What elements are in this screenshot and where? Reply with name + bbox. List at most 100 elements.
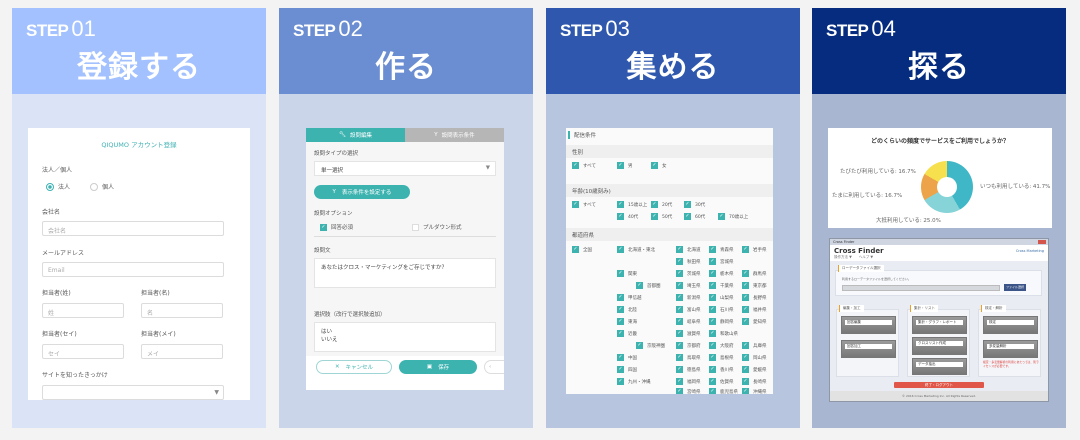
file-path-input[interactable] [842, 285, 1000, 291]
function-button[interactable]: 検定 [983, 316, 1038, 334]
dropdown-arrow-icon: ▼ [214, 389, 219, 396]
radio-corporate[interactable]: 法人 [46, 182, 70, 191]
last-kana-input[interactable]: セイ [42, 344, 124, 359]
pref-checkbox[interactable]: ✓秋田県 [676, 258, 701, 265]
tab-question-edit[interactable]: 🔧︎設問編集 [306, 128, 405, 142]
function-button[interactable]: 回答加工 [841, 340, 896, 358]
email-input[interactable]: Email [42, 262, 224, 277]
dropdown-checkbox[interactable]: プルダウン形式 [412, 223, 462, 231]
age-checkbox[interactable]: ✓50代 [651, 213, 672, 220]
region-checkbox[interactable]: ✓甲信越 [617, 294, 642, 301]
pref-checkbox[interactable]: ✓茨城県 [676, 270, 701, 277]
pref-checkbox[interactable]: ✓徳島県 [676, 366, 701, 373]
function-button[interactable]: データ抽出 [912, 358, 967, 375]
checkbox-label: 50代 [662, 214, 673, 220]
logout-button[interactable]: 終了・ログアウト [894, 382, 984, 388]
pref-checkbox[interactable]: ✓和歌山県 [709, 330, 738, 337]
pref-checkbox[interactable]: ✓新潟県 [676, 294, 701, 301]
type-select[interactable]: 単一選択▼ [314, 161, 496, 176]
pref-checkbox[interactable]: ✓青森県 [709, 246, 734, 253]
pref-checkbox[interactable]: ✓栃木県 [709, 270, 734, 277]
age-checkbox[interactable]: ✓60代 [684, 213, 705, 220]
pref-checkbox[interactable]: ✓富山県 [676, 306, 701, 313]
pref-checkbox[interactable]: ✓京都府 [676, 342, 701, 349]
save-button[interactable]: ▣保存 [399, 360, 477, 374]
pref-checkbox[interactable]: ✓長野県 [742, 294, 767, 301]
checkbox-label: 30代 [695, 202, 706, 208]
close-icon[interactable] [1038, 240, 1046, 244]
age-checkbox[interactable]: ✓20代 [651, 201, 672, 208]
pref-checkbox[interactable]: ✓鳥取県 [676, 354, 701, 361]
region-checkbox[interactable]: ✓関東 [617, 270, 637, 277]
checkbox-label: 兵庫県 [753, 343, 767, 349]
question-textarea[interactable]: あなたはクロス・マーケティングをご存じですか？ [314, 258, 496, 288]
pref-checkbox[interactable]: ✓宮城県 [709, 258, 734, 265]
pref-checkbox[interactable]: ✓大阪府 [709, 342, 734, 349]
pref-checkbox[interactable]: ✓愛媛県 [742, 366, 767, 373]
company-input[interactable]: 会社名 [42, 221, 224, 236]
gender-male-checkbox[interactable]: ✓男 [617, 162, 633, 169]
age-checkbox[interactable]: ✓70歳以上 [718, 213, 748, 220]
pref-checkbox[interactable]: ✓宮崎県 [676, 388, 701, 394]
prev-button[interactable]: ‹ [484, 360, 504, 374]
pref-checkbox[interactable]: ✓沖縄県 [742, 388, 767, 394]
last-name-input[interactable]: 姓 [42, 303, 124, 318]
pref-checkbox[interactable]: ✓群馬県 [742, 270, 767, 277]
region-checkbox[interactable]: ✓北海道・東北 [617, 246, 655, 253]
region-checkbox[interactable]: ✓四国 [617, 366, 637, 373]
pref-checkbox[interactable]: ✓埼玉県 [676, 282, 701, 289]
pref-checkbox[interactable]: ✓山梨県 [709, 294, 734, 301]
pref-checkbox[interactable]: ✓岡山県 [742, 354, 767, 361]
first-name-input[interactable]: 名 [141, 303, 223, 318]
pref-checkbox[interactable]: ✓鹿児島県 [709, 388, 738, 394]
pref-checkbox[interactable]: ✓福井県 [742, 306, 767, 313]
region-checkbox[interactable]: ✓九州・沖縄 [617, 378, 651, 385]
pref-all-checkbox[interactable]: ✓全国 [572, 246, 592, 253]
file-select-button[interactable]: ファイル選択 [1004, 284, 1026, 291]
check-icon: ✓ [709, 388, 716, 394]
source-select[interactable]: ▼ [42, 385, 224, 400]
age-checkbox[interactable]: ✓すべて [572, 201, 596, 208]
region-checkbox[interactable]: ✓中国 [617, 354, 637, 361]
pref-checkbox[interactable]: ✓佐賀県 [709, 378, 734, 385]
pref-checkbox[interactable]: ✓愛知県 [742, 318, 767, 325]
pref-checkbox[interactable]: ✓静岡県 [709, 318, 734, 325]
function-button[interactable]: 多変量解析 [983, 340, 1038, 358]
choices-textarea[interactable]: はい いいえ [314, 322, 496, 352]
region-checkbox[interactable]: ✓首都圏 [636, 282, 661, 289]
function-button[interactable]: 回答編集 [841, 316, 896, 334]
pref-checkbox[interactable]: ✓岩手県 [742, 246, 767, 253]
pref-checkbox[interactable]: ✓岐阜県 [676, 318, 701, 325]
age-checkbox[interactable]: ✓40代 [617, 213, 638, 220]
radio-individual[interactable]: 個人 [90, 182, 114, 191]
cancel-button[interactable]: ✕キャンセル [316, 360, 392, 374]
region-checkbox[interactable]: ✓東海 [617, 318, 637, 325]
region-checkbox[interactable]: ✓近畿 [617, 330, 637, 337]
pref-checkbox[interactable]: ✓千葉県 [709, 282, 734, 289]
pref-checkbox[interactable]: ✓島根県 [709, 354, 734, 361]
function-button[interactable]: 集計・グラフ・レポート [912, 316, 967, 334]
pref-checkbox[interactable]: ✓石川県 [709, 306, 734, 313]
pref-checkbox[interactable]: ✓東京都 [742, 282, 767, 289]
region-checkbox[interactable]: ✓京阪神圏 [636, 342, 665, 349]
pref-checkbox[interactable]: ✓滋賀県 [676, 330, 701, 337]
app-nav[interactable]: 操作方法 ▼ ヘルプ ▼ [834, 255, 874, 259]
check-icon: ✓ [676, 258, 683, 265]
pref-checkbox[interactable]: ✓福岡県 [676, 378, 701, 385]
pref-checkbox[interactable]: ✓北海道 [676, 246, 701, 253]
gender-female-checkbox[interactable]: ✓女 [651, 162, 667, 169]
age-checkbox[interactable]: ✓30代 [684, 201, 705, 208]
radio-label: 法人 [58, 184, 71, 191]
region-checkbox[interactable]: ✓北陸 [617, 306, 637, 313]
pref-checkbox[interactable]: ✓兵庫県 [742, 342, 767, 349]
function-button[interactable]: クロスリスト作成 [912, 337, 967, 355]
age-checkbox[interactable]: ✓15歳以上 [617, 201, 647, 208]
first-kana-input[interactable]: メイ [141, 344, 223, 359]
pref-checkbox[interactable]: ✓長崎県 [742, 378, 767, 385]
gender-all-checkbox[interactable]: ✓すべて [572, 162, 596, 169]
required-checkbox[interactable]: ✓回答必須 [320, 223, 353, 231]
pref-checkbox[interactable]: ✓香川県 [709, 366, 734, 373]
